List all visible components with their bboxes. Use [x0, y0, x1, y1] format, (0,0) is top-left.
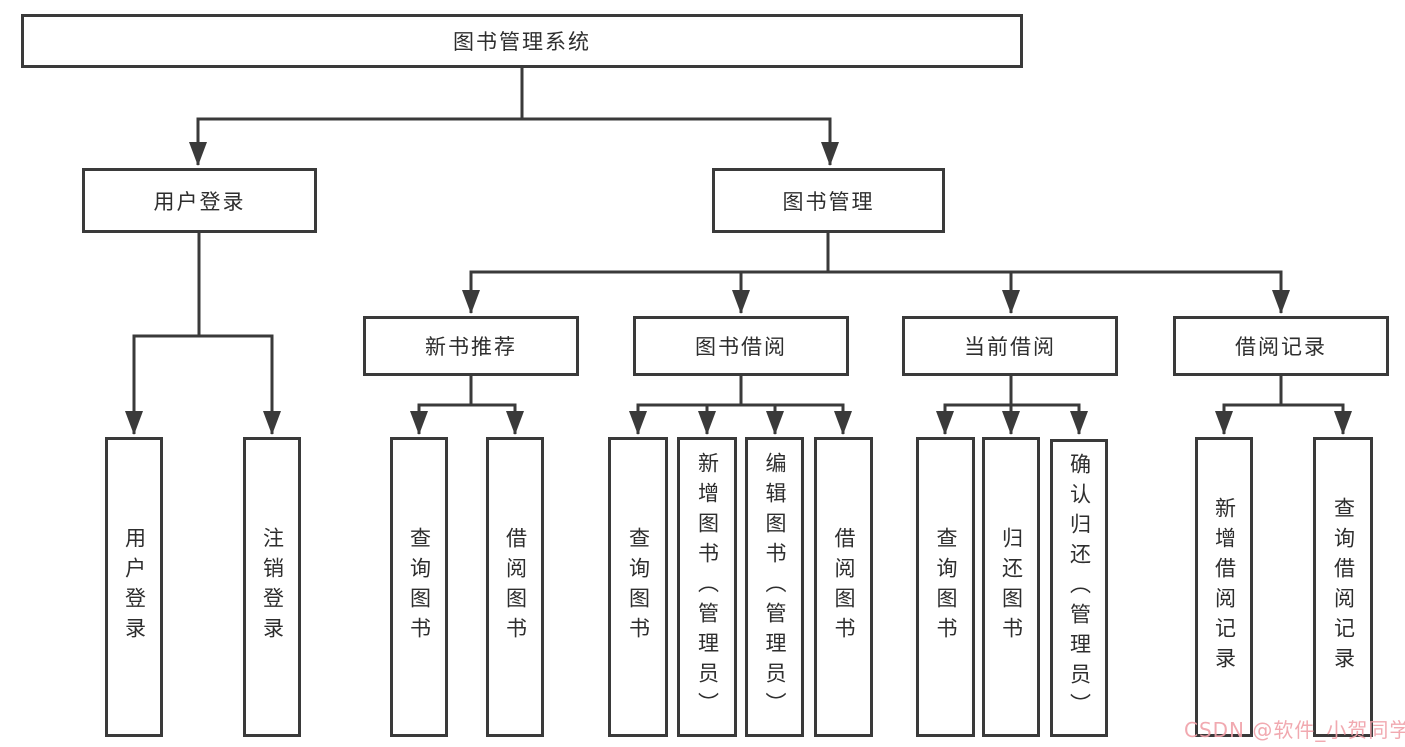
csdn-watermark: CSDN @软件_小贺同学 — [1184, 718, 1405, 742]
node-book-management: 图书管理 — [712, 168, 945, 233]
node-new-book-recommend: 新书推荐 — [363, 316, 579, 376]
leaf-user-login: 用户登录 — [105, 437, 163, 737]
leaf-query-book-recommend: 查询图书 — [390, 437, 448, 737]
leaf-query-book-borrow: 查询图书 — [608, 437, 668, 737]
leaf-borrow-book-borrow: 借阅图书 — [814, 437, 873, 737]
leaf-add-borrow-record: 新增借阅记录 — [1195, 437, 1253, 737]
leaf-query-borrow-record: 查询借阅记录 — [1313, 437, 1373, 737]
leaf-borrow-book-recommend: 借阅图书 — [486, 437, 544, 737]
leaf-return-book: 归还图书 — [982, 437, 1040, 737]
leaf-add-book-admin: 新增图书（管理员） — [677, 437, 737, 737]
leaf-logout: 注销登录 — [243, 437, 301, 737]
leaf-edit-book-admin: 编辑图书（管理员） — [745, 437, 804, 737]
node-borrow-record: 借阅记录 — [1173, 316, 1389, 376]
leaf-confirm-return-admin: 确认归还（管理员） — [1050, 439, 1108, 737]
leaf-query-book-current: 查询图书 — [916, 437, 975, 737]
node-current-borrow: 当前借阅 — [902, 316, 1118, 376]
node-book-borrow: 图书借阅 — [633, 316, 849, 376]
node-root-library-system: 图书管理系统 — [21, 14, 1023, 68]
node-user-login: 用户登录 — [82, 168, 317, 233]
